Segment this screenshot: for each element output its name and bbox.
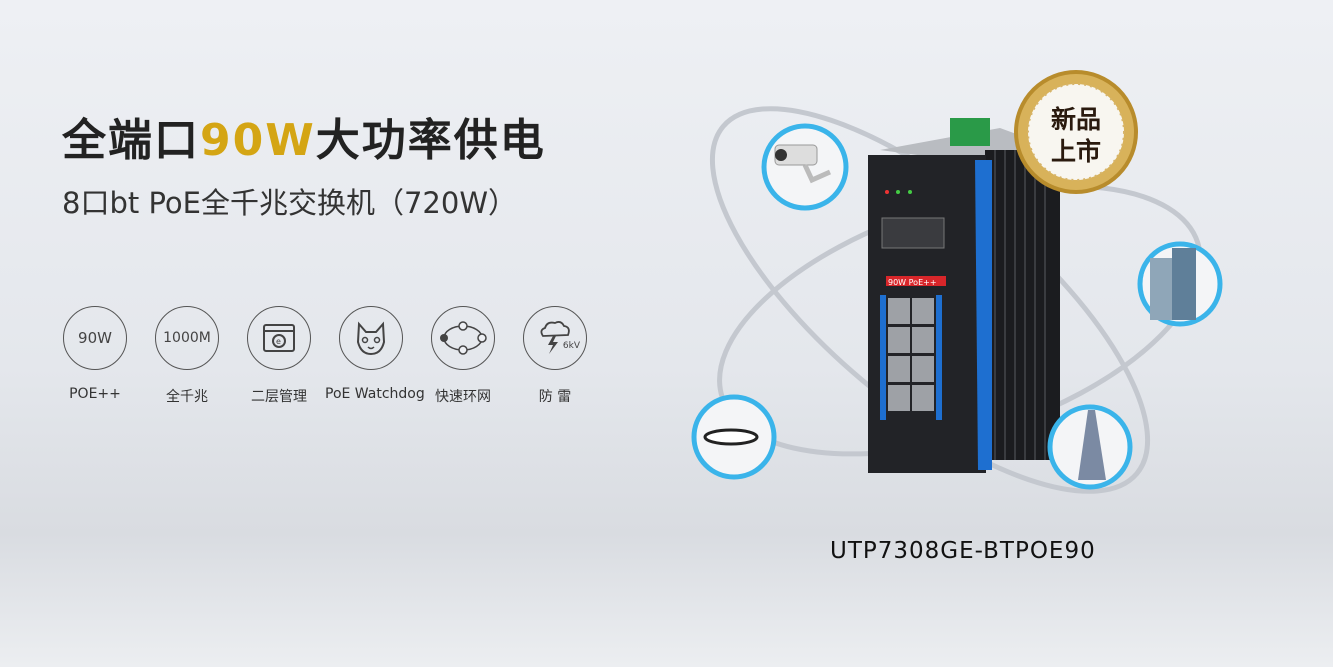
new-product-badge: 新品 上市	[1014, 70, 1138, 194]
lightning-cloud-icon: 6kV	[523, 306, 587, 370]
svg-text:e: e	[276, 337, 281, 346]
subtitle: 8口bt PoE全千兆交换机（720W）	[62, 186, 517, 220]
feature-watchdog: PoE Watchdog	[325, 306, 425, 402]
headline: 全端口90W大功率供电	[62, 104, 546, 168]
6kv-text: 6kV	[562, 341, 580, 351]
feature-label: 防 雷	[538, 389, 572, 405]
ring-network-icon	[431, 306, 495, 370]
feature-label: PoE Watchdog	[325, 386, 425, 402]
badge-line2: 上市	[1051, 137, 1101, 166]
dog-icon	[339, 306, 403, 370]
feature-label: 快速环网	[435, 389, 491, 405]
highway-icon	[1078, 410, 1106, 480]
1000m-icon: 1000M	[155, 306, 219, 370]
headline-part2: 大功率供电	[315, 115, 546, 166]
model-name: UTP7308GE-BTPOE90	[830, 538, 1096, 564]
browser-icon: e	[247, 306, 311, 370]
headline-part1: 全端口	[62, 115, 200, 166]
ceiling-lamp-icon	[703, 428, 759, 446]
badge-line1: 新品	[1051, 105, 1101, 134]
headline-highlight: 90W	[200, 115, 316, 166]
camera-icon	[774, 144, 832, 184]
switch-device: 90W PoE++	[868, 118, 1060, 473]
feature-poe: 90W POE++	[49, 306, 141, 402]
rj45-ports	[888, 298, 934, 411]
sfp-ports	[881, 217, 945, 249]
panel-label: 90W PoE++	[888, 278, 937, 287]
feature-label: 全千兆	[166, 389, 208, 405]
feature-lightning-protection: 6kV 防 雷	[509, 306, 601, 406]
feature-l2-management: e 二层管理	[233, 306, 325, 406]
terminal-block	[950, 118, 990, 146]
feature-gigabit: 1000M 全千兆	[141, 306, 233, 406]
building-icon	[1150, 248, 1196, 320]
feature-ring-network: 快速环网	[417, 306, 509, 406]
feature-label: POE++	[69, 386, 121, 402]
feature-label: 二层管理	[251, 389, 307, 405]
90w-icon: 90W	[63, 306, 127, 370]
poe-label	[886, 276, 946, 286]
